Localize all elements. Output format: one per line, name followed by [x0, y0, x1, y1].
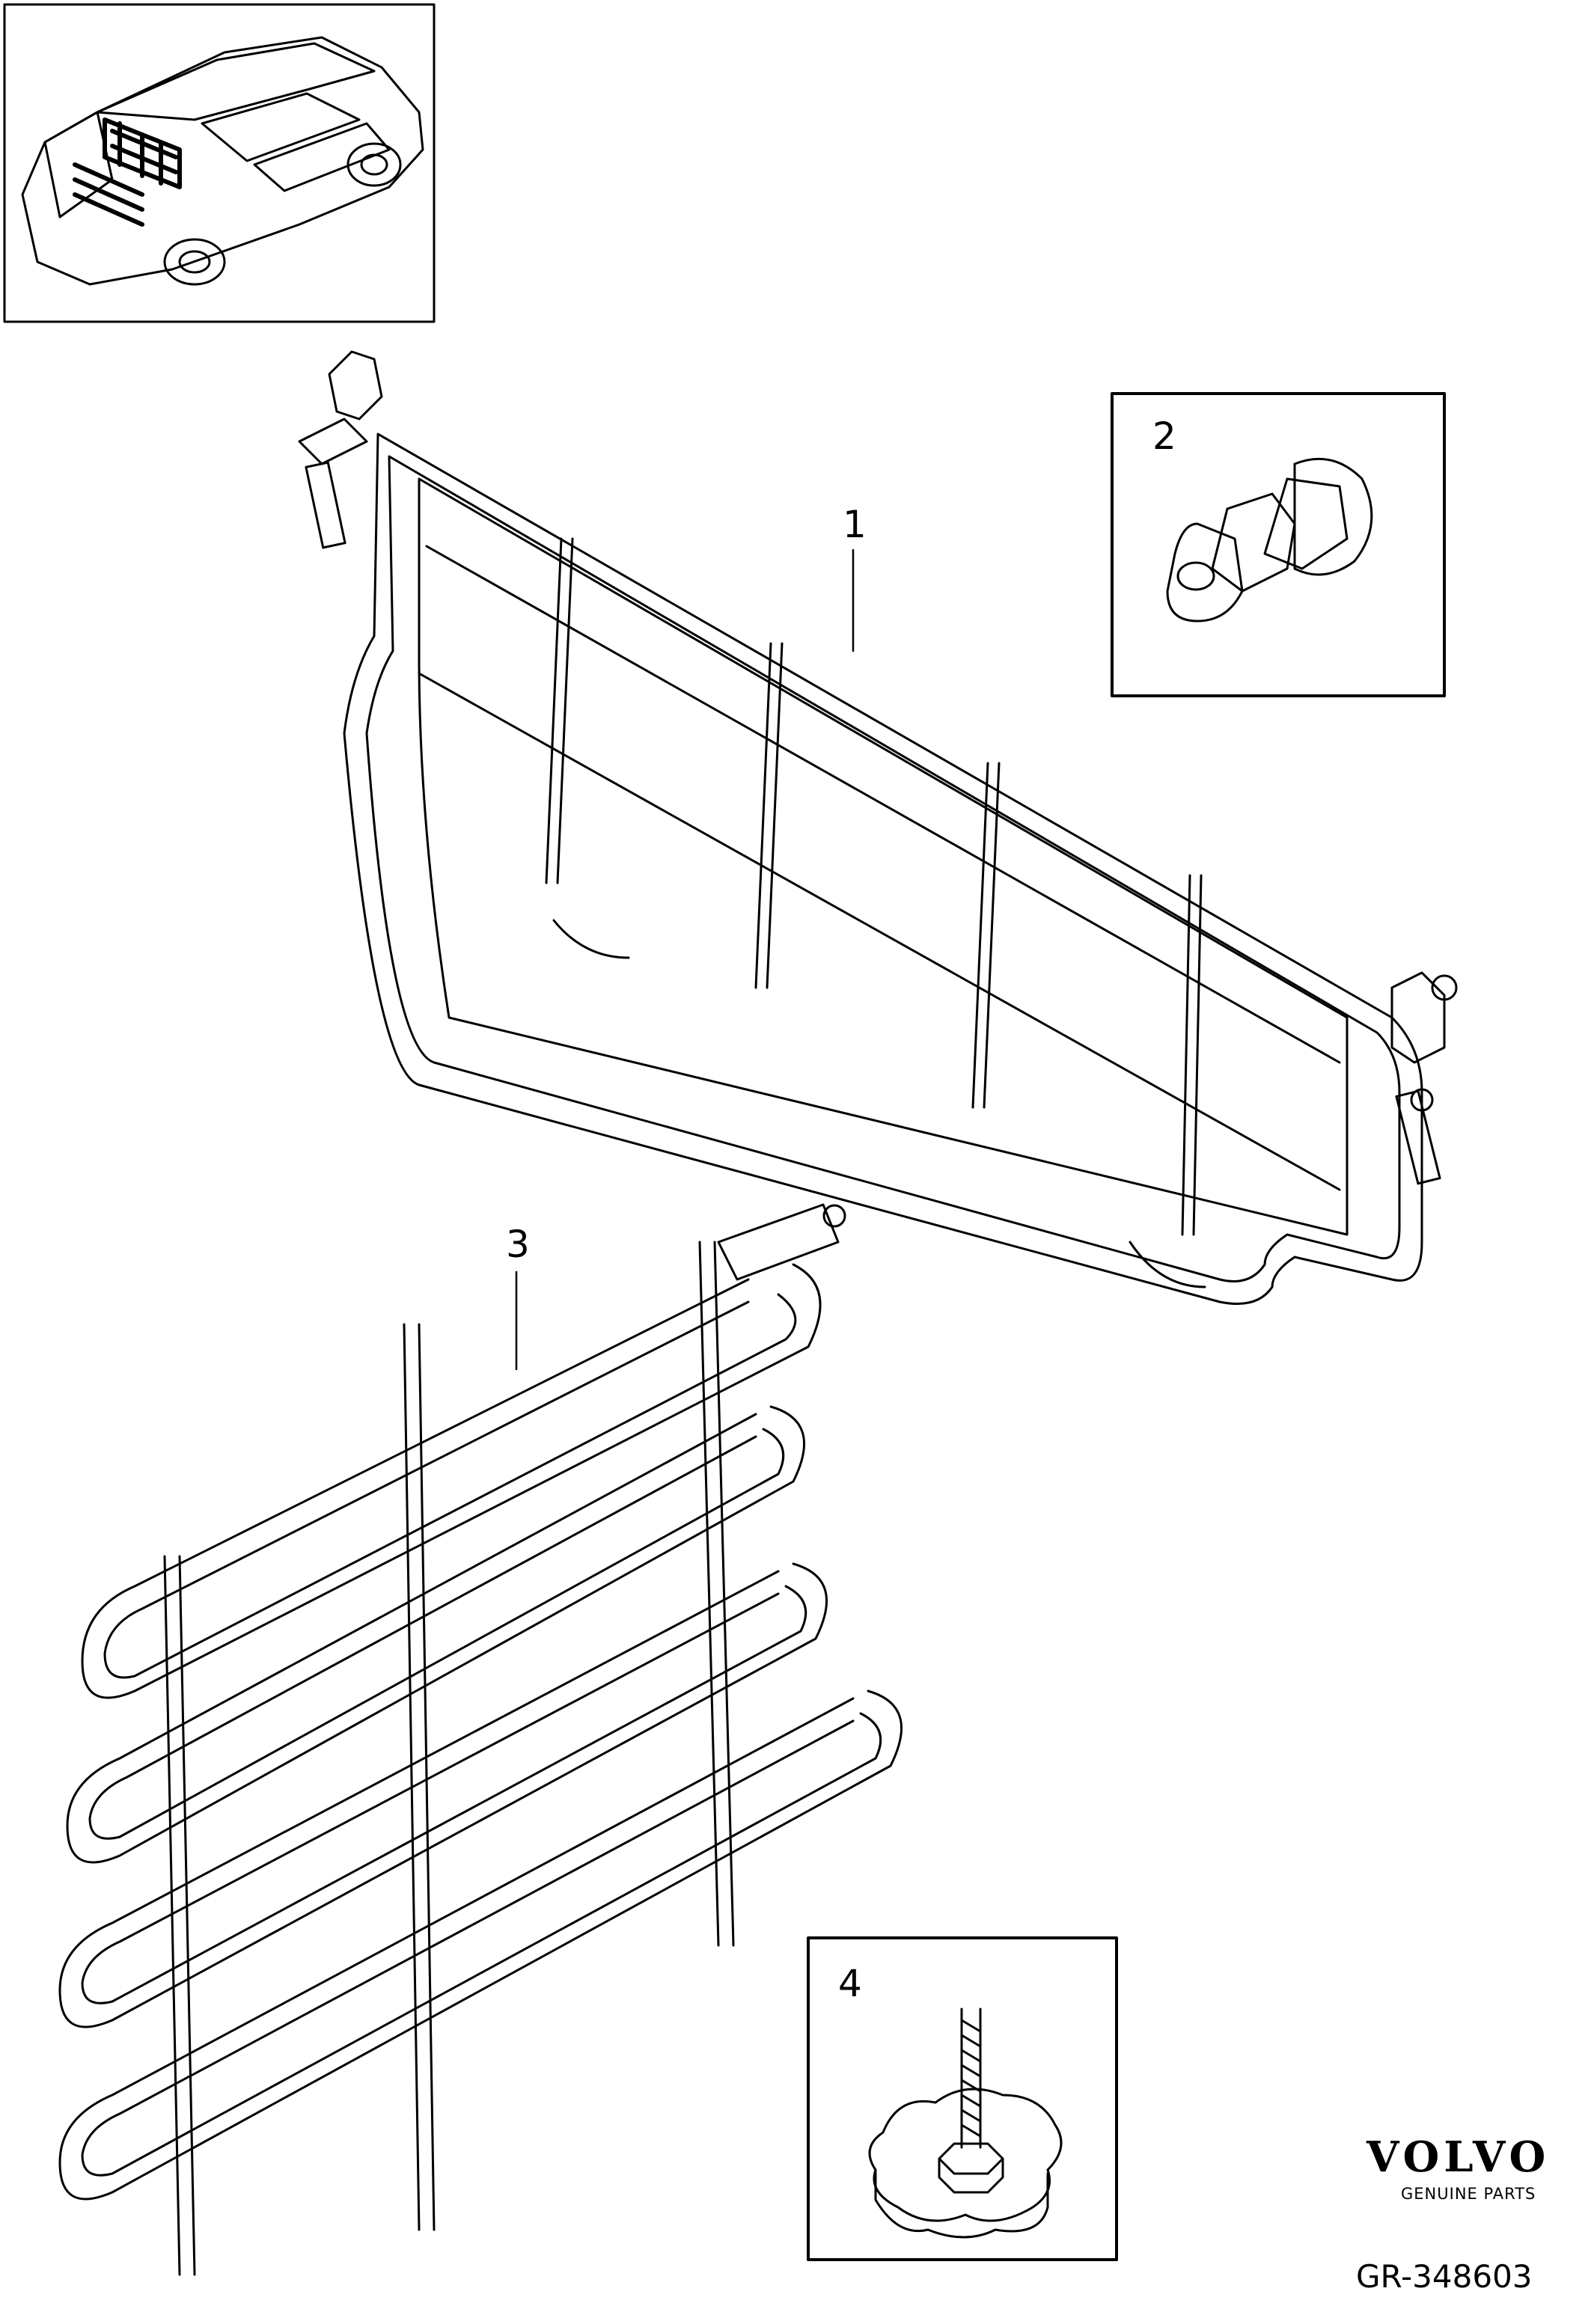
knob-screw-icon — [868, 2007, 1063, 2239]
part-2-box — [1111, 392, 1446, 697]
volvo-logo: VOLVO — [1366, 2132, 1551, 2182]
car-rear-overview-icon — [21, 36, 424, 286]
part-4-box — [807, 1936, 1118, 2261]
cargo-divider-grille-icon — [58, 1203, 903, 2276]
diagram-reference-code: GR-348603 — [1356, 2258, 1533, 2295]
overview-panel — [3, 3, 436, 323]
genuine-parts-tagline: GENUINE PARTS — [1401, 2185, 1536, 2203]
cap-nut-icon — [1166, 457, 1373, 623]
callout-part-3: 3 — [506, 1223, 530, 1266]
cargo-dog-gate-icon — [298, 350, 1458, 1305]
callout-part-2: 2 — [1152, 415, 1176, 458]
callout-part-4: 4 — [838, 1962, 862, 2005]
callout-part-1: 1 — [843, 503, 867, 546]
